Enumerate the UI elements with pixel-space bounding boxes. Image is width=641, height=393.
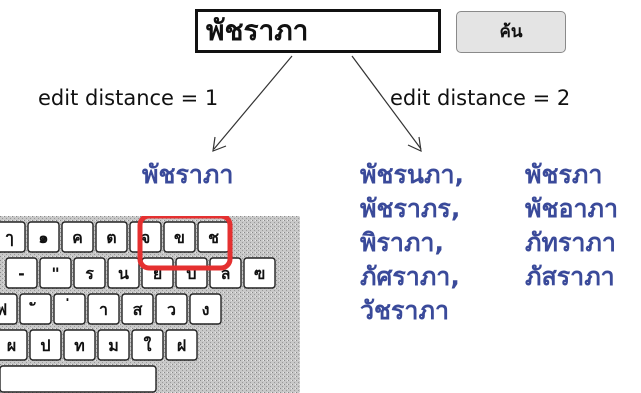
keyboard-key-label: ล: [221, 264, 231, 283]
keyboard-key-label: ท: [74, 336, 85, 355]
keyboard-key-label: ม: [108, 336, 119, 355]
arrow-right: [351, 55, 422, 150]
candidate: พัชรนภา,: [360, 160, 464, 189]
keyboard-key-label: ค: [72, 228, 83, 247]
keyboard-key-label: -: [18, 264, 25, 283]
keyboard-key: [19, 293, 52, 325]
keyboard-key-label: ฟ: [0, 300, 7, 319]
keyboard-key-label: น: [118, 264, 129, 283]
keyboard-key: [121, 293, 154, 325]
keyboard-key: [87, 293, 120, 325]
keyboard-key-label: ๑: [38, 228, 48, 247]
keyboard-key-label: จ: [141, 228, 150, 247]
candidate: พัชอาภา: [525, 194, 619, 223]
keyboard-key-label: ว: [167, 300, 176, 319]
keyboard-spacebar: [0, 365, 157, 393]
keyboard-key-label: ร: [85, 264, 94, 283]
keyboard-key: [61, 221, 94, 253]
candidate: พัชรภา: [525, 160, 603, 189]
candidate: ภัสราภา: [525, 262, 615, 291]
keyboard-key: [73, 257, 106, 289]
keyboard-key-label: ต: [106, 228, 116, 247]
keyboard-key-label: ฝ: [177, 336, 186, 355]
keyboard-key-label: ผ: [7, 336, 16, 355]
keyboard-key-label: บ: [186, 264, 196, 283]
keyboard-key: [95, 221, 128, 253]
keyboard-key-label: ฃ: [254, 264, 265, 283]
keyboard-key: [29, 329, 62, 361]
keyboard-key: [165, 329, 198, 361]
keyboard-key: [63, 329, 96, 361]
keyboard-key: [53, 293, 86, 325]
keyboard-key-label: ช: [208, 228, 219, 247]
keyboard-key-label: ย: [153, 264, 162, 283]
keyboard-key: [0, 293, 18, 325]
keyboard-key-label: ป: [40, 336, 50, 355]
candidate: ภัศราภา,: [360, 262, 460, 291]
keyboard-key-label: ๅ: [6, 228, 14, 247]
edit-distance-1-label: edit distance = 1: [38, 86, 219, 110]
arrow-left: [213, 55, 293, 150]
arrow-left-head: [212, 136, 227, 152]
keyboard-key-label: า: [99, 300, 108, 319]
keyboard-key: [107, 257, 140, 289]
keyboard-key: [131, 329, 164, 361]
keyboard-key-label: ใ: [144, 336, 152, 355]
keyboard-key: [189, 293, 222, 325]
candidate-distance-1: พัชราภา: [142, 160, 234, 189]
keyboard-key-label: ส: [133, 300, 143, 319]
candidates-distance-2-col1: พัชรนภา, พัชราภร, พิราภา, ภัศราภา, วัชรา…: [360, 158, 464, 328]
keyboard-key-label: ": [51, 264, 59, 283]
keyboard-key-label: ข: [174, 228, 185, 247]
highlight-box: [137, 216, 233, 271]
keyboard-key: [163, 221, 196, 253]
arrow-right-head: [407, 136, 422, 153]
keyboard-key: [155, 293, 188, 325]
candidates-distance-2-col2: พัชรภา พัชอาภา ภัทราภา ภัสราภา: [525, 158, 618, 294]
keyboard-key: [0, 329, 28, 361]
keyboard-key: [27, 221, 60, 253]
search-button[interactable]: ค้น: [456, 11, 566, 53]
keyboard-key: [243, 257, 276, 289]
keyboard-key: [97, 329, 130, 361]
candidate: วัชราภา: [360, 296, 449, 325]
candidate: พัชราภร,: [360, 194, 461, 223]
keyboard-key: [39, 257, 72, 289]
keyboard-key: [0, 221, 26, 253]
keyboard-key: [5, 257, 38, 289]
search-input[interactable]: พัชราภา: [195, 9, 441, 53]
keyboard-key-label: ง: [202, 300, 210, 319]
edit-distance-2-label: edit distance = 2: [390, 86, 571, 110]
candidate: ภัทราภา: [525, 228, 616, 257]
candidate: พิราภา,: [360, 228, 444, 257]
